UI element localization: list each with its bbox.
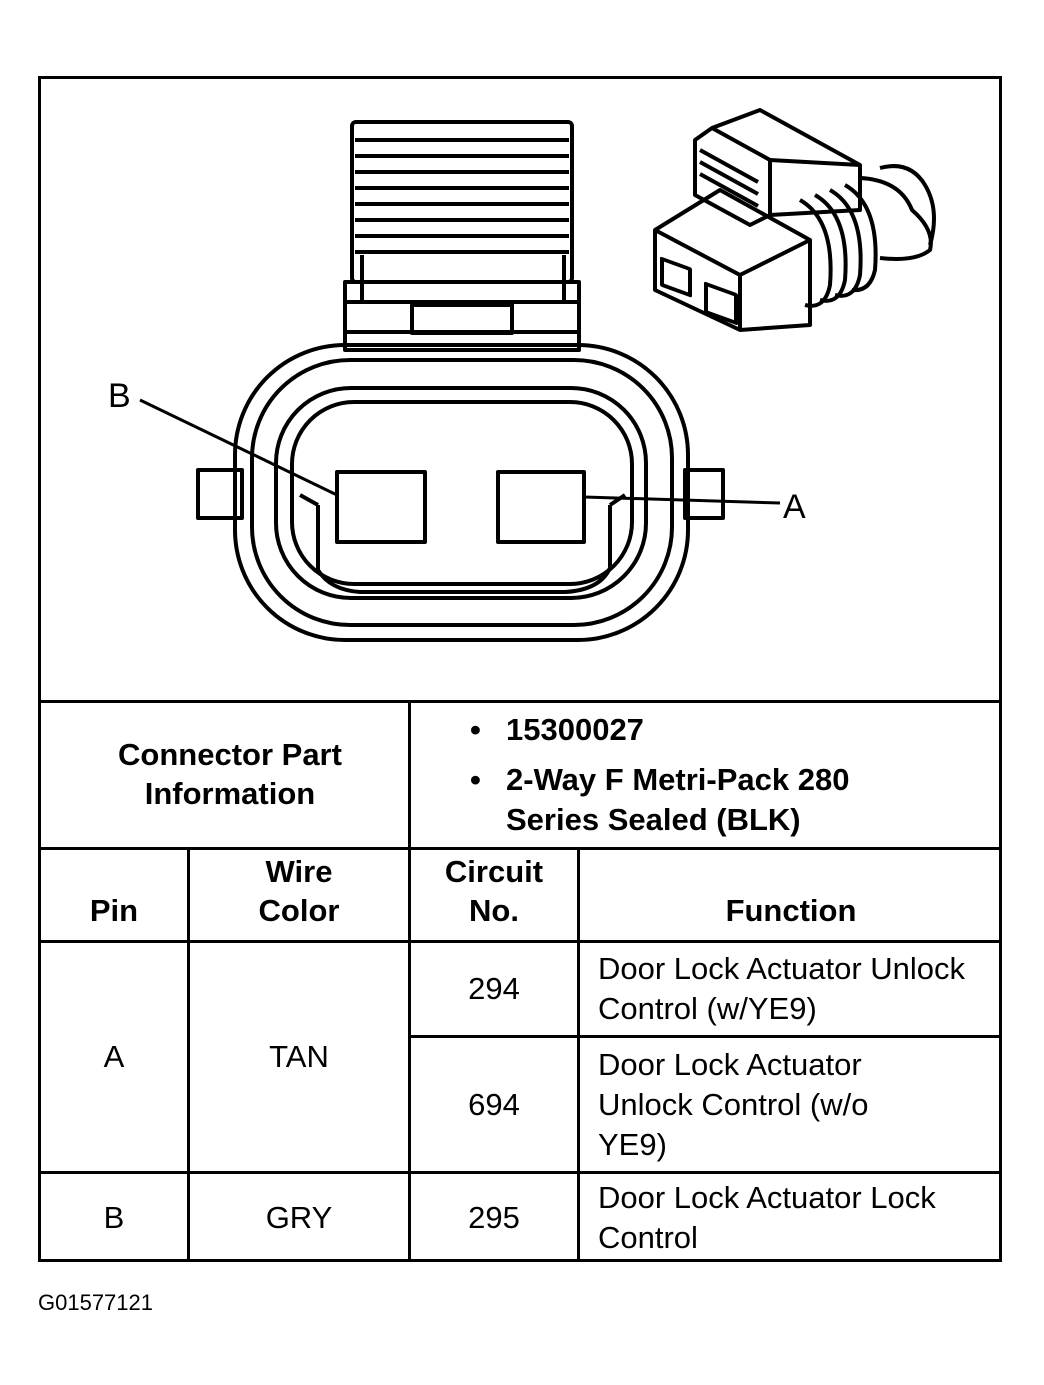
table-row-a-circuit-1: 294 <box>411 943 577 1035</box>
circuit-value: 295 <box>468 1200 520 1235</box>
figure-id: G01577121 <box>38 1290 153 1315</box>
header-pin: Pin <box>41 850 187 940</box>
bullet-icon: • <box>470 762 481 797</box>
table-row-a-circuit-2: 694 <box>411 1038 577 1171</box>
header-circuit-no-text: Circuit No. <box>444 854 544 928</box>
pin-value: A <box>103 1039 125 1074</box>
connector-perspective-view <box>653 108 936 332</box>
part-number: 15300027 <box>506 712 644 747</box>
header-bottom-border <box>38 940 1002 943</box>
connector-info-item: • 15300027 <box>470 710 990 750</box>
header-function-text: Function <box>725 893 857 928</box>
function-value: Door Lock Actuator Unlock Control (w/YE9… <box>598 951 966 1026</box>
header-function: Function <box>580 850 1002 940</box>
wire-color-value: TAN <box>269 1039 329 1074</box>
leader-line-b <box>139 398 338 497</box>
pin-label-b: B <box>108 377 131 415</box>
connector-info-label-text: Connector Part Information <box>118 737 342 811</box>
pin-label-a: A <box>783 488 806 526</box>
function-value: Door Lock Actuator Unlock Control (w/o Y… <box>598 1046 869 1162</box>
table-row-b-function: Door Lock Actuator Lock Control <box>580 1174 1002 1262</box>
leader-line-a <box>583 495 781 505</box>
table-row-a-pin: A <box>41 943 187 1171</box>
table-top-border <box>38 700 1002 703</box>
function-value: Door Lock Actuator Lock Control <box>598 1180 936 1255</box>
header-circuit-no: Circuit No. <box>411 850 577 940</box>
table-row-b-pin: B <box>41 1174 187 1262</box>
header-wire-color-text: Wire Color <box>258 854 340 928</box>
table-row-a-function-2: Door Lock Actuator Unlock Control (w/o Y… <box>580 1038 1002 1171</box>
row-a-divider <box>408 1035 1002 1038</box>
connector-description: 2-Way F Metri-Pack 280 Series Sealed (BL… <box>506 762 850 837</box>
wire-column-divider <box>408 847 411 1262</box>
pin-column-divider <box>187 847 190 1262</box>
wire-color-value: GRY <box>265 1200 333 1235</box>
table-row-a-wire-color: TAN <box>190 943 408 1171</box>
diagram-frame <box>38 76 1002 1262</box>
cavity-b <box>335 470 427 544</box>
table-row-a-function-1: Door Lock Actuator Unlock Control (w/YE9… <box>580 943 1002 1035</box>
circuit-value: 294 <box>468 971 520 1006</box>
row-b-top-border <box>38 1171 1002 1174</box>
connector-info-label: Connector Part Information <box>80 718 380 830</box>
header-pin-text: Pin <box>89 893 139 928</box>
right-ear <box>683 468 725 520</box>
info-column-divider <box>408 700 411 850</box>
header-wire-color: Wire Color <box>190 850 408 940</box>
connector-body <box>233 343 690 642</box>
table-row-b-circuit: 295 <box>411 1174 577 1262</box>
circuit-value: 694 <box>468 1086 520 1122</box>
circuit-column-divider <box>577 847 580 1262</box>
cavity-a <box>496 470 586 544</box>
info-bottom-border <box>38 847 1002 850</box>
connector-drawing: B A <box>108 108 936 642</box>
connector-latch <box>343 120 581 352</box>
bullet-icon: • <box>470 712 481 747</box>
left-ear <box>196 468 244 520</box>
pin-value: B <box>103 1200 125 1235</box>
connector-info-list: • 15300027 • 2-Way F Metri-Pack 280 Seri… <box>470 710 990 840</box>
table-row-b-wire-color: GRY <box>190 1174 408 1262</box>
connector-info-item: • 2-Way F Metri-Pack 280 Series Sealed (… <box>470 760 990 840</box>
